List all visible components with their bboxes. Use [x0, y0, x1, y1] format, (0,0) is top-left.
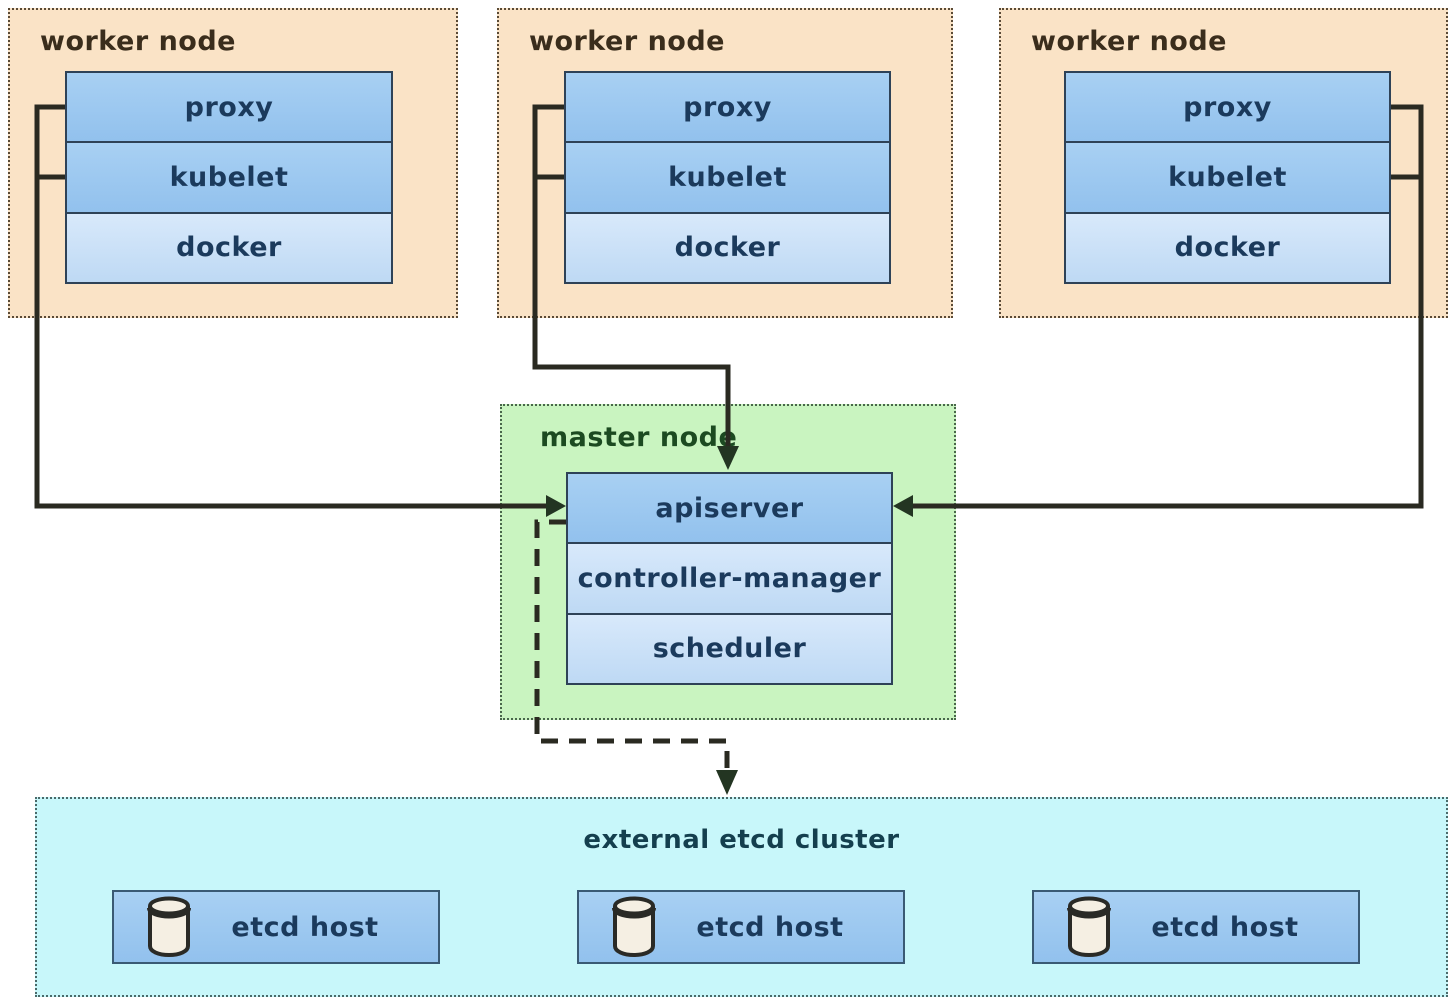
controller-manager-box: controller-manager — [568, 542, 891, 613]
scheduler-box: scheduler — [568, 612, 891, 683]
worker-component-stack: proxy kubelet docker — [564, 71, 891, 284]
worker-node-panel-2: worker node proxy kubelet docker — [497, 8, 953, 318]
worker-node-title: worker node — [1031, 26, 1227, 57]
etcd-host-label: etcd host — [696, 911, 844, 943]
master-node-panel: master node apiserver controller-manager… — [500, 404, 956, 720]
apiserver-box: apiserver — [568, 474, 891, 543]
docker-box: docker — [566, 211, 889, 282]
proxy-box: proxy — [1066, 73, 1389, 142]
kubelet-box: kubelet — [67, 141, 391, 212]
worker-node-panel-3: worker node proxy kubelet docker — [999, 8, 1448, 318]
docker-box: docker — [1066, 211, 1389, 282]
kubelet-box: kubelet — [1066, 141, 1389, 212]
etcd-host-label: etcd host — [1151, 911, 1299, 943]
worker-node-title: worker node — [529, 26, 725, 57]
etcd-host-card-1: etcd host — [112, 890, 440, 964]
kubelet-box: kubelet — [566, 141, 889, 212]
etcd-cluster-title: external etcd cluster — [583, 825, 900, 855]
master-component-stack: apiserver controller-manager scheduler — [566, 472, 893, 685]
proxy-box: proxy — [566, 73, 889, 142]
etcd-cluster-panel: external etcd cluster etcd host etcd hos… — [35, 797, 1448, 997]
database-cylinder-icon — [1067, 896, 1111, 958]
etcd-host-label: etcd host — [231, 911, 379, 943]
database-cylinder-icon — [147, 896, 191, 958]
master-node-title: master node — [540, 422, 738, 453]
etcd-host-card-2: etcd host — [577, 890, 905, 964]
worker-node-panel-1: worker node proxy kubelet docker — [8, 8, 458, 318]
worker-component-stack: proxy kubelet docker — [1064, 71, 1391, 284]
worker-node-title: worker node — [40, 26, 236, 57]
worker-component-stack: proxy kubelet docker — [65, 71, 393, 284]
database-cylinder-icon — [612, 896, 656, 958]
docker-box: docker — [67, 211, 391, 282]
etcd-host-card-3: etcd host — [1032, 890, 1360, 964]
proxy-box: proxy — [67, 73, 391, 142]
